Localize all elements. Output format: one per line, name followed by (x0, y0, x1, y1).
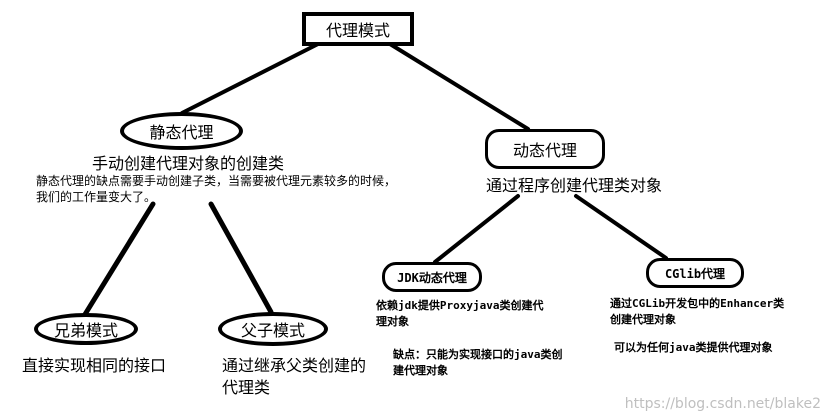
cglib-description-line1: 通过CGLib开发包中的Enhancer类 (610, 297, 785, 310)
parent-child-description-line1: 通过继承父类创建的 (222, 356, 367, 375)
dynamic-proxy-description: 通过程序创建代理类对象 (486, 176, 663, 195)
parent-child-description-line2: 代理类 (222, 378, 271, 397)
node-parent-child-mode-label: 父子模式 (240, 321, 305, 340)
node-parent-child-mode: 父子模式 (218, 312, 328, 346)
node-root-label: 代理模式 (325, 21, 390, 40)
cglib-description-line3: 可以为任何java类提供代理对象 (614, 341, 773, 354)
cglib-description-line2: 创建代理对象 (610, 313, 676, 326)
node-cglib-proxy: CGlib代理 (646, 258, 744, 288)
node-sibling-mode: 兄弟模式 (34, 313, 138, 345)
node-jdk-proxy-label: JDK动态代理 (397, 270, 467, 285)
node-static-proxy-label: 静态代理 (149, 123, 214, 142)
static-proxy-note-line1: 静态代理的缺点需要手动创建子类，当需要被代理元素较多的时候， (36, 174, 397, 188)
node-dynamic-proxy-label: 动态代理 (512, 141, 577, 160)
static-proxy-note-line2: 我们的工作量变大了。 (36, 190, 157, 204)
node-jdk-proxy: JDK动态代理 (382, 262, 482, 292)
node-root: 代理模式 (302, 12, 414, 46)
node-cglib-proxy-label: CGlib代理 (664, 266, 726, 281)
node-dynamic-proxy: 动态代理 (485, 129, 605, 169)
jdk-description-line2: 理对象 (376, 315, 409, 328)
edge-dynamic-cglib (574, 194, 668, 260)
edge-dynamic-jdk (433, 194, 520, 264)
node-static-proxy: 静态代理 (120, 112, 243, 150)
edge-root-dynamic (388, 42, 530, 131)
node-sibling-mode-label: 兄弟模式 (53, 321, 118, 340)
edge-static-parent-child (208, 201, 274, 315)
edge-static-sibling (81, 201, 156, 319)
jdk-drawback-line2: 建代理对象 (393, 364, 448, 377)
sibling-mode-description: 直接实现相同的接口 (22, 356, 167, 375)
edge-root-static (180, 42, 320, 115)
jdk-drawback-line1: 缺点：只能为实现接口的java类创 (393, 348, 563, 361)
jdk-description-line1: 依赖jdk提供Proxyjava类创建代 (376, 299, 544, 312)
static-proxy-description: 手动创建代理对象的创建类 (92, 154, 285, 173)
watermark-text: https://blog.csdn.net/blake2 (624, 396, 821, 412)
